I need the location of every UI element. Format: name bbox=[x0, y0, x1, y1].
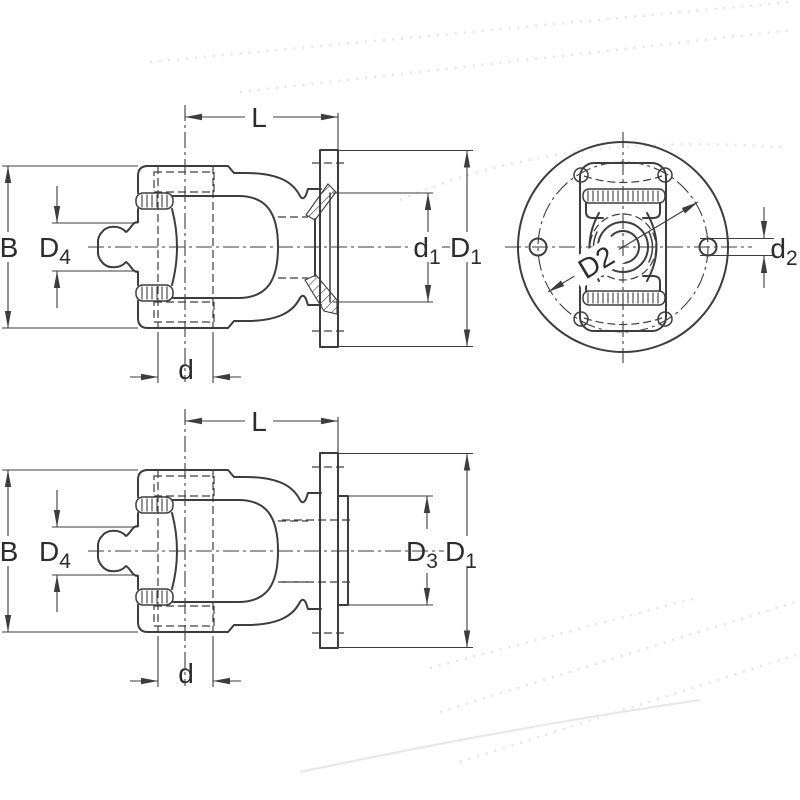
dim-label-d2: d2 bbox=[770, 233, 797, 270]
dim-label-D3: D3 bbox=[406, 536, 438, 573]
dim-label-D4-bottom: D4 bbox=[39, 536, 71, 573]
dim-label-L-bottom: L bbox=[251, 406, 267, 437]
spring-pin-front-bottom bbox=[582, 290, 666, 306]
dim-label-d-bottom: d bbox=[178, 658, 194, 689]
lug-circle-tl bbox=[573, 167, 589, 183]
d2-extension-lines bbox=[700, 237, 774, 257]
view-bottom-side: L B D4 d D3 D1 bbox=[0, 406, 478, 689]
dim-label-L-top: L bbox=[251, 102, 267, 133]
flange-outer-circle bbox=[517, 141, 729, 353]
view-top-side: L B D4 d d1 D1 bbox=[0, 102, 482, 385]
hidden-lug-arcs bbox=[583, 175, 663, 326]
view-front: D2 d2 bbox=[505, 132, 798, 363]
dim-label-D1-top: D1 bbox=[450, 232, 482, 269]
dim-label-B-top: B bbox=[0, 232, 18, 263]
dim-label-D2-group: D2 bbox=[565, 235, 627, 289]
lug-circle-tr bbox=[657, 167, 673, 183]
watermark bbox=[149, 0, 797, 774]
front-centerlines bbox=[505, 132, 752, 363]
dim-label-D1-bottom: D1 bbox=[445, 536, 477, 573]
hub-block bbox=[337, 495, 349, 606]
bolt-hole-left bbox=[528, 237, 548, 257]
right-extension-lines bbox=[333, 149, 473, 348]
flange-plate-top-view bbox=[319, 149, 339, 348]
dim-label-d1: d1 bbox=[413, 232, 440, 269]
spring-pin-front-top bbox=[582, 188, 666, 204]
hidden-bolt-holes-bottom bbox=[312, 466, 347, 634]
hidden-bolt-holes bbox=[312, 162, 347, 332]
weld-cone-section-bottom bbox=[304, 274, 338, 315]
weld-cone-section-top bbox=[305, 183, 337, 221]
right-extension-lines-bottom bbox=[338, 452, 473, 649]
yoke-body-top-view bbox=[0, 105, 455, 383]
dim-label-d-top: d bbox=[178, 354, 194, 385]
D2-dimension-line bbox=[547, 201, 699, 293]
yoke-body-bottom-view bbox=[0, 409, 455, 687]
dim-label-B-bottom: B bbox=[0, 536, 18, 567]
dim-label-D4-top: D4 bbox=[39, 232, 71, 269]
